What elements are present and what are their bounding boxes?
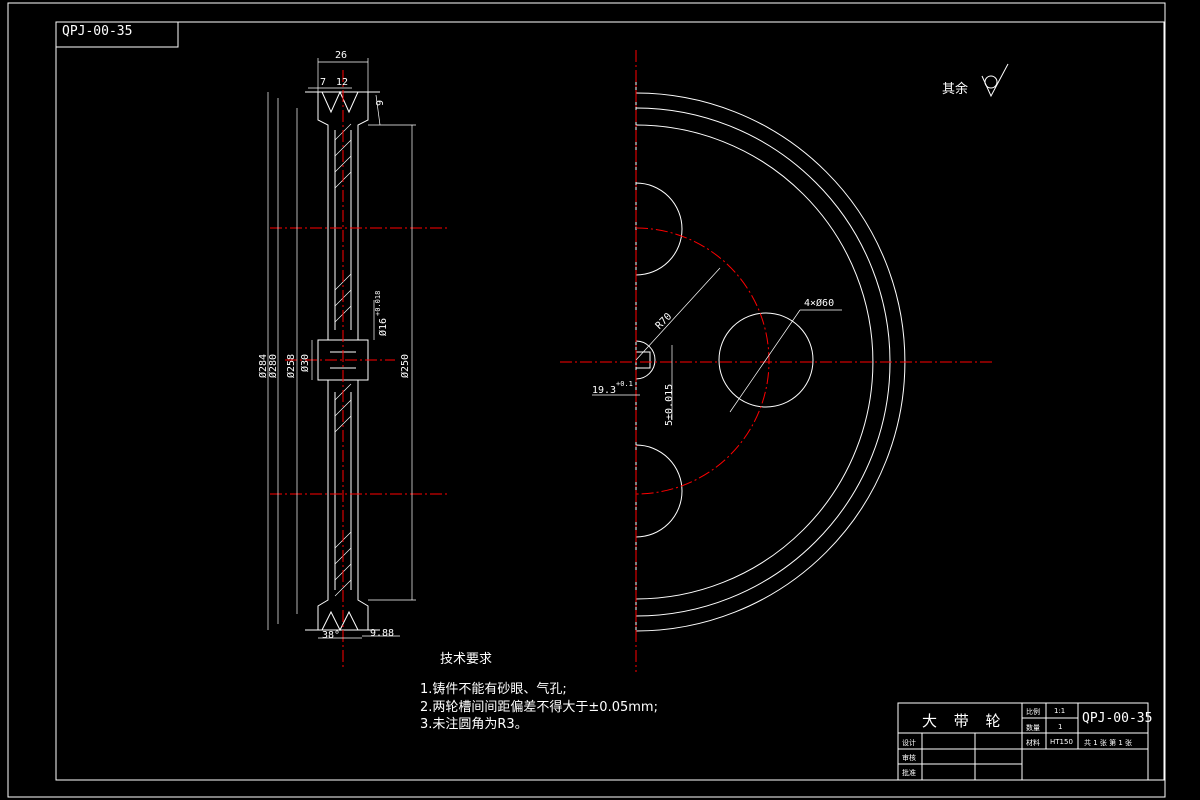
dim-9-88: 9.88 xyxy=(370,628,395,639)
dim-keyway-depth: 19.3 xyxy=(592,385,617,396)
material-label: 材料 xyxy=(1026,739,1040,747)
dim-dia-16: Ø16 xyxy=(378,317,389,336)
hole-right xyxy=(718,312,814,408)
code-tag-box xyxy=(55,21,179,48)
dim-dia-30: Ø30 xyxy=(300,353,311,372)
section-center-lines xyxy=(270,70,448,668)
drawing-code-tag: QPJ-00-35 xyxy=(62,24,133,39)
sheet-info: 共 1 张 第 1 张 xyxy=(1084,739,1133,747)
dim-tol-16: +0.018 xyxy=(374,290,382,316)
front-center-lines xyxy=(560,50,995,672)
scale-label: 比例 xyxy=(1026,708,1040,716)
bore-arc xyxy=(635,340,656,380)
keyway xyxy=(636,351,651,369)
material-value: HT150 xyxy=(1050,738,1073,746)
design-label: 设计 xyxy=(902,739,916,747)
hole-bottom xyxy=(635,444,683,538)
qty-value: 1 xyxy=(1058,723,1063,731)
front-dimension-lines xyxy=(592,267,842,420)
dim-keyway-tol: +0.1 xyxy=(616,380,633,388)
tech-requirement-3: 3.未注圆角为R3。 xyxy=(420,717,528,732)
dim-dia-280: Ø280 xyxy=(268,353,279,378)
dim-7: 7 xyxy=(320,77,327,88)
dim-dia-250: Ø250 xyxy=(400,353,411,378)
tech-requirements-title: 技术要求 xyxy=(440,652,493,667)
title-block-lines xyxy=(897,702,1149,781)
dim-dia-258: Ø258 xyxy=(286,353,297,378)
dim-9: 9 xyxy=(375,99,386,106)
inner-frame xyxy=(55,21,1165,781)
roughness-symbol xyxy=(981,63,1009,98)
dim-keyway-width: 5±0.015 xyxy=(664,383,675,426)
tech-requirement-2: 2.两轮槽间间距偏差不得大于±0.05mm; xyxy=(420,700,658,715)
outer-frame xyxy=(7,2,1166,798)
scale-value: 1:1 xyxy=(1054,707,1066,715)
dim-angle-38: 38° xyxy=(322,630,341,641)
part-name: 大 带 轮 xyxy=(922,712,1007,730)
approve-label: 批准 xyxy=(902,769,916,777)
qty-label: 数量 xyxy=(1026,724,1040,732)
hole-top xyxy=(635,182,683,276)
section-dimension-lines xyxy=(267,58,416,639)
front-view xyxy=(635,82,906,640)
rim-inner-arc xyxy=(635,124,874,600)
review-label: 审核 xyxy=(902,754,916,762)
tech-requirement-1: 1.铸件不能有砂眼、气孔; xyxy=(420,682,567,697)
dim-holes: 4×Ø60 xyxy=(804,298,835,309)
dim-12: 12 xyxy=(336,77,349,88)
title-block-code: QPJ-00-35 xyxy=(1082,711,1153,726)
roughness-note: 其余 xyxy=(942,82,969,97)
dim-width-26: 26 xyxy=(335,50,348,61)
